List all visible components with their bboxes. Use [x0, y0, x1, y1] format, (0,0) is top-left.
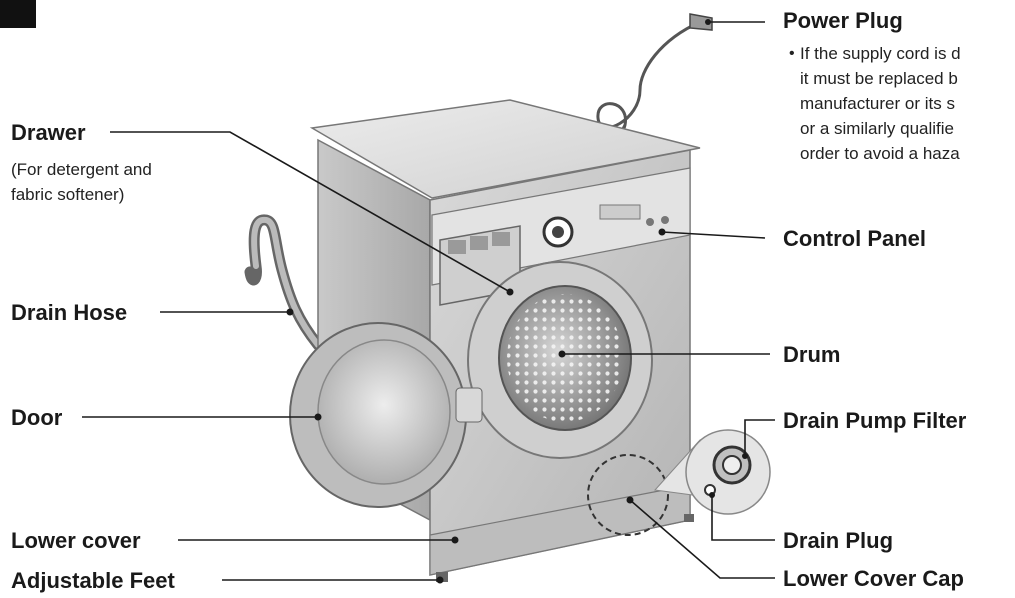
adjustable-foot	[436, 572, 448, 582]
label-drain-plug: Drain Plug	[783, 528, 894, 553]
note-line-2: it must be replaced b	[800, 69, 958, 88]
label-door: Door	[11, 405, 63, 430]
machine-top-panel	[309, 99, 701, 199]
power-plug-shape	[689, 13, 713, 31]
note-line-5: order to avoid a haza	[800, 144, 960, 163]
note-line-3: manufacturer or its s	[800, 94, 955, 113]
label-adjustable-feet: Adjustable Feet	[11, 568, 175, 593]
label-drain-pump-filter: Drain Pump Filter	[783, 408, 967, 433]
lower-cover-cap-outline	[587, 454, 669, 536]
note-line-4: or a similarly qualifie	[800, 119, 954, 138]
note-bullet: •	[789, 45, 795, 62]
label-drain-hose: Drain Hose	[11, 300, 128, 325]
drawer-note-line-2: fabric softener)	[11, 185, 125, 204]
label-control-panel: Control Panel	[783, 226, 927, 251]
section-marker	[0, 0, 36, 28]
label-drawer: Drawer	[11, 120, 86, 145]
label-lower-cover-cap: Lower Cover Cap	[783, 566, 964, 591]
label-drum: Drum	[783, 342, 841, 367]
note-line-1: If the supply cord is d	[800, 44, 961, 63]
label-lower-cover: Lower cover	[11, 528, 141, 553]
label-power-plug: Power Plug	[783, 8, 903, 33]
leader-lines	[82, 19, 775, 584]
drawer-note-line-1: (For detergent and	[11, 160, 152, 179]
